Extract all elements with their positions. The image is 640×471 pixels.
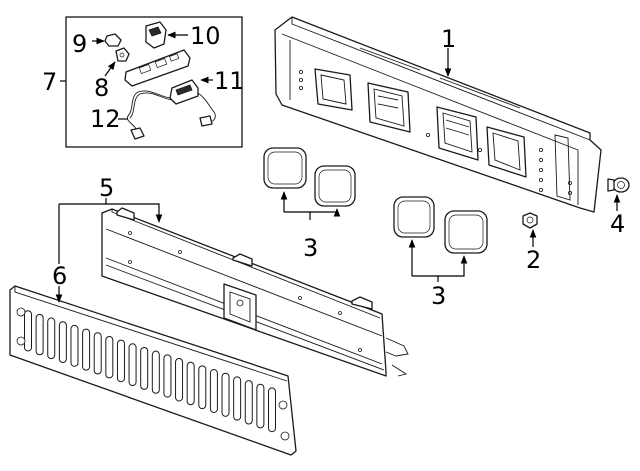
callout-2: 2 xyxy=(526,246,541,274)
harness-connector-part[interactable] xyxy=(169,79,199,105)
panel-slot xyxy=(35,313,44,356)
panel-slot xyxy=(82,328,91,371)
panel-slot xyxy=(186,361,195,406)
panel-slot xyxy=(105,335,114,379)
panel-slot xyxy=(221,372,230,417)
callout-3-upper: 3 xyxy=(303,234,318,262)
harness-group-box xyxy=(65,16,243,148)
wiring-harness-part[interactable] xyxy=(126,90,216,140)
panel-slot xyxy=(175,358,184,402)
switch-bezel-part[interactable] xyxy=(124,49,191,87)
panel-slot xyxy=(256,383,265,429)
panel-slots xyxy=(24,310,276,433)
callout-1: 1 xyxy=(441,25,456,53)
connector-small-part[interactable] xyxy=(115,47,130,62)
panel-slot xyxy=(209,369,218,413)
outer-panel-part[interactable] xyxy=(9,285,297,456)
callout-6: 6 xyxy=(52,262,67,290)
callout-3-lower: 3 xyxy=(431,282,446,310)
callout-10: 10 xyxy=(190,22,221,50)
panel-slot xyxy=(47,317,56,360)
callout-4: 4 xyxy=(610,210,625,238)
panel-slot xyxy=(24,310,32,352)
switch-part[interactable] xyxy=(145,21,167,49)
callout-9: 9 xyxy=(72,30,87,58)
inner-panel-part[interactable] xyxy=(274,16,602,213)
clip-part[interactable] xyxy=(104,33,122,47)
panel-slot xyxy=(268,387,276,433)
plug-upper-left-part[interactable] xyxy=(263,147,307,189)
callout-5: 5 xyxy=(99,174,114,202)
nut-part[interactable] xyxy=(522,212,538,229)
panel-slot xyxy=(244,380,253,425)
callout-11: 11 xyxy=(214,67,245,95)
panel-slot xyxy=(58,321,67,363)
panel-slot xyxy=(163,354,172,398)
panel-slot xyxy=(70,324,79,367)
plug-lower-left-part[interactable] xyxy=(393,196,435,238)
panel-slot xyxy=(116,339,125,383)
panel-slot xyxy=(128,343,137,387)
callout-8: 8 xyxy=(94,74,109,102)
panel-slot xyxy=(198,365,207,410)
reinforcement-panel-part[interactable] xyxy=(101,207,409,377)
plug-upper-right-part[interactable] xyxy=(314,165,356,207)
panel-slot xyxy=(140,346,149,390)
panel-slot xyxy=(151,350,160,394)
plug-lower-right-part[interactable] xyxy=(444,210,488,254)
panel-slot xyxy=(93,332,102,375)
callout-12: 12 xyxy=(90,105,121,133)
panel-slot xyxy=(233,376,242,421)
bolt-part[interactable] xyxy=(607,177,630,193)
callout-7: 7 xyxy=(42,68,57,96)
